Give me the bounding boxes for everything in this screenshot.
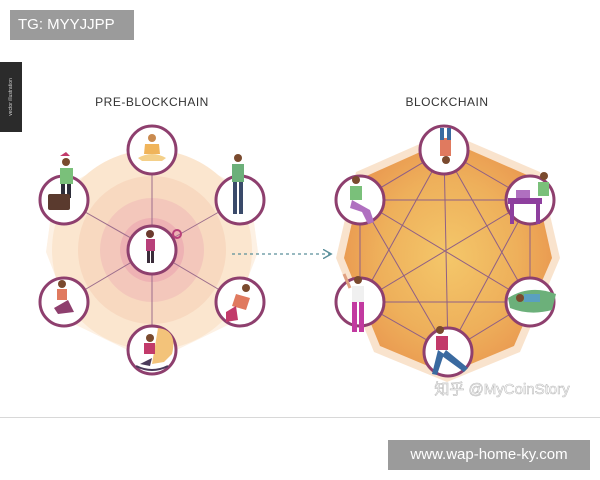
blockchain-title: BLOCKCHAIN — [405, 95, 488, 109]
node-top-meditating — [126, 124, 178, 176]
peer-node-bottom-right-lying — [504, 276, 556, 328]
blockchain-network-fill — [336, 132, 560, 382]
top-watermark-tag: TG: MYYJJPP — [10, 10, 134, 40]
blockchain-comparison-diagram: PRE-BLOCKCHAIN — [38, 95, 570, 398]
node-top-left-luggage — [38, 152, 90, 226]
node-bottom-chair — [126, 324, 178, 376]
zhihu-watermark: 知乎 @MyCoinStory — [434, 381, 570, 398]
bottom-watermark-tag: www.wap-home-ky.com — [388, 440, 590, 470]
pre-blockchain-title: PRE-BLOCKCHAIN — [95, 95, 209, 109]
node-bottom-left-sitting — [38, 276, 90, 328]
peer-node-top-handstand — [418, 124, 470, 176]
node-top-right-standing — [214, 154, 266, 226]
frame-divider — [0, 417, 600, 418]
peer-node-bottom-left-standing — [334, 273, 386, 332]
node-bottom-right-stretching — [214, 276, 266, 328]
central-server-node — [126, 224, 182, 276]
vertical-label-strip: vector illustration — [0, 62, 22, 132]
peer-node-top-left-sitting — [334, 174, 386, 226]
peer-node-top-right-desk — [504, 172, 556, 226]
peer-node-bottom-running — [422, 326, 474, 378]
